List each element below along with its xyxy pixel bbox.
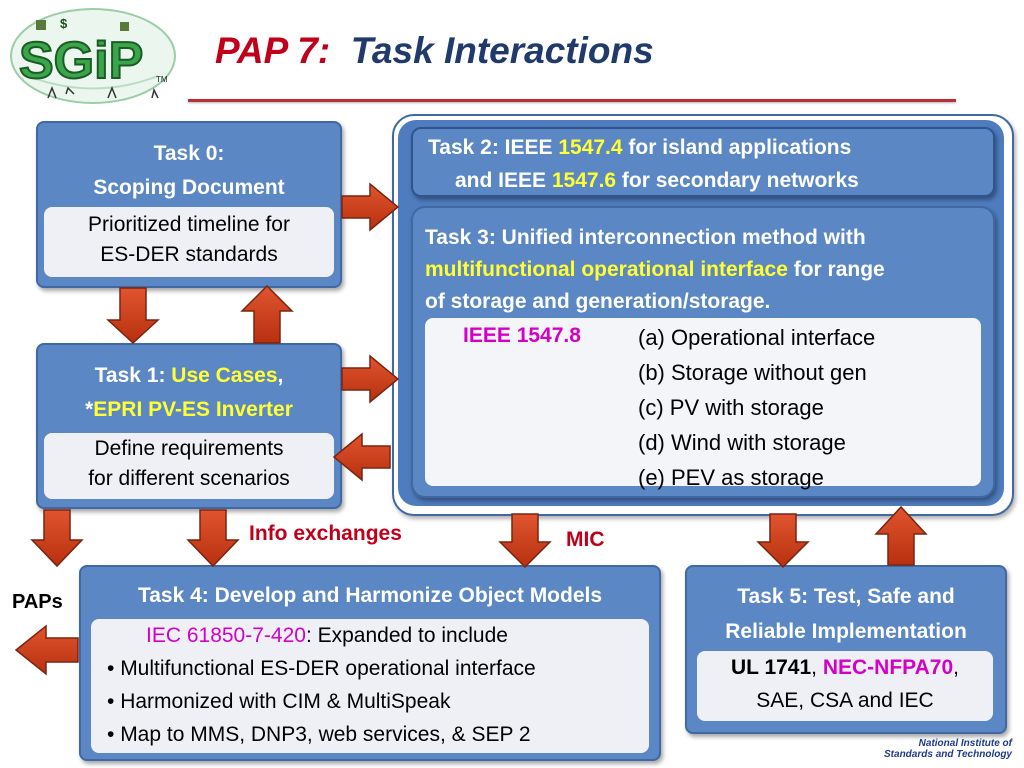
nist-logo: National Institute of Standards and Tech…	[862, 738, 1012, 764]
nist-line1: National Institute of	[918, 738, 1012, 749]
svg-text:$: $	[60, 16, 68, 31]
task3-box: Task 3: Unified interconnection method w…	[411, 206, 995, 498]
task3-scenario-list: (a) Operational interface (b) Storage wi…	[638, 320, 875, 495]
svg-text:SGiP: SGiP	[19, 32, 143, 90]
arrow-task1-to-task0	[240, 284, 294, 344]
task4-standard-line: IEC 61850-7-420: Expanded to include	[91, 619, 649, 652]
task2-std-1547-6: 1547.6	[551, 169, 617, 192]
arrow-task5-to-frame	[874, 505, 928, 566]
task0-detail: Prioritized timeline for ES-DER standard…	[44, 207, 334, 277]
task0-box: Task 0: Scoping Document Prioritized tim…	[36, 121, 342, 288]
task5-detail-line2: SAE, CSA and IEC	[756, 689, 934, 712]
task0-title: Task 0:	[153, 142, 225, 165]
task2-l1c: for island applications	[622, 136, 852, 159]
task4-bullet-text: Harmonized with CIM & MultiSpeak	[120, 690, 451, 713]
title-main: Task Interactions	[350, 30, 654, 71]
task1-epri: EPRI PV-ES Inverter	[93, 398, 293, 421]
task5-sep: ,	[811, 656, 823, 679]
task3-detail: IEEE 1547.8 (a) Operational interface (b…	[425, 318, 981, 490]
task1-title-comma: ,	[277, 364, 284, 387]
task3-line1: Task 3: Unified interconnection method w…	[425, 226, 866, 249]
task4-bullet-text: Map to MMS, DNP3, web services, & SEP 2	[120, 723, 531, 746]
arrow-task1-to-task4	[186, 509, 240, 568]
task3-standard: IEEE 1547.8	[463, 324, 581, 347]
arrow-task1-to-paps	[30, 509, 84, 568]
task5-nec: NEC-NFPA70	[822, 656, 954, 679]
task4-bullet: • Harmonized with CIM & MultiSpeak	[107, 690, 451, 713]
task1-title: Task 1: Use Cases,	[38, 359, 340, 393]
info-exchanges-label: Info exchanges	[249, 522, 402, 545]
task1-use-cases: Use Cases	[171, 364, 278, 387]
paps-label: PAPs	[12, 591, 63, 613]
task4-bullet: • Multifunctional ES-DER operational int…	[107, 657, 536, 680]
task1-subtitle: *EPRI PV-ES Inverter	[38, 393, 340, 427]
task5-line1: Task 5: Test, Safe and	[737, 585, 955, 608]
task2-box: Task 2: IEEE 1547.4 for island applicati…	[411, 127, 995, 197]
svg-text:TM: TM	[156, 75, 168, 84]
task4-bullet-text: Multifunctional ES-DER operational inter…	[120, 657, 536, 680]
task3-line3: of storage and generation/storage.	[425, 290, 771, 313]
task4-title: Task 4: Develop and Harmonize Object Mod…	[137, 584, 603, 607]
task1-asterisk: *	[85, 398, 94, 421]
title-divider	[188, 99, 956, 102]
task1-box: Task 1: Use Cases, *EPRI PV-ES Inverter …	[36, 343, 342, 509]
task3-highlight: multifunctional operational interface	[425, 258, 788, 281]
task1-detail: Define requirements for different scenar…	[44, 433, 334, 499]
task2-line2: and IEEE 1547.6 for secondary networks	[413, 164, 993, 197]
scenario-item: (a) Operational interface	[638, 325, 876, 350]
task3-line2-suffix: for range	[787, 258, 885, 281]
task2-l1a: Task 2: IEEE	[428, 136, 559, 159]
task1-title-prefix: Task 1:	[94, 364, 172, 387]
scenario-item: (d) Wind with storage	[638, 430, 846, 455]
task3-line2: multifunctional operational interface fo…	[425, 254, 993, 286]
arrow-task0-to-frame	[341, 182, 400, 232]
task5-detail: UL 1741, NEC-NFPA70, SAE, CSA and IEC	[697, 651, 993, 721]
arrow-task1-to-frame	[341, 354, 400, 404]
arrow-task0-to-task1	[106, 287, 160, 345]
scenario-item: (b) Storage without gen	[638, 360, 867, 385]
task0-detail-line1: Prioritized timeline for	[88, 213, 290, 236]
task5-line2: Reliable Implementation	[725, 620, 967, 643]
task4-standard-suffix: : Expanded to include	[305, 624, 508, 647]
task4-bullet: • Map to MMS, DNP3, web services, & SEP …	[107, 723, 531, 746]
scenario-item: (e) PEV as storage	[638, 465, 824, 490]
task0-detail-line2: ES-DER standards	[100, 243, 278, 266]
task5-comma: ,	[953, 656, 959, 679]
arrow-frame-to-task5	[756, 513, 810, 569]
task4-standard: IEC 61850-7-420	[146, 624, 306, 647]
task4-detail: IEC 61850-7-420: Expanded to include • M…	[91, 619, 649, 753]
task0-subtitle: Scoping Document	[93, 176, 285, 199]
task2-std-1547-4: 1547.4	[558, 136, 623, 159]
scenario-item: (c) PV with storage	[638, 395, 824, 420]
arrow-frame-to-task1	[332, 432, 391, 482]
task5-box: Task 5: Test, Safe and Reliable Implemen…	[685, 565, 1007, 734]
task5-detail-line1: UL 1741, NEC-NFPA70,	[697, 651, 993, 684]
task4-box: Task 4: Develop and Harmonize Object Mod…	[79, 565, 661, 761]
task2-l2c: for secondary networks	[616, 169, 859, 192]
task1-detail-line2: for different scenarios	[88, 467, 290, 490]
mic-label: MIC	[566, 528, 605, 551]
task5-ul1741: UL 1741	[731, 656, 812, 679]
title-prefix: PAP 7:	[215, 30, 331, 71]
slide-title: PAP 7: Task Interactions	[215, 30, 654, 72]
arrow-task4-to-paps	[14, 624, 79, 676]
task2-l2a: and IEEE	[455, 169, 552, 192]
sgip-logo: $ SGiP TM	[8, 6, 178, 106]
task2-line1: Task 2: IEEE 1547.4 for island applicati…	[413, 131, 993, 164]
nist-line2: Standards and Technology	[884, 749, 1012, 760]
task1-detail-line1: Define requirements	[94, 437, 284, 460]
arrow-frame-to-task4	[498, 513, 552, 569]
